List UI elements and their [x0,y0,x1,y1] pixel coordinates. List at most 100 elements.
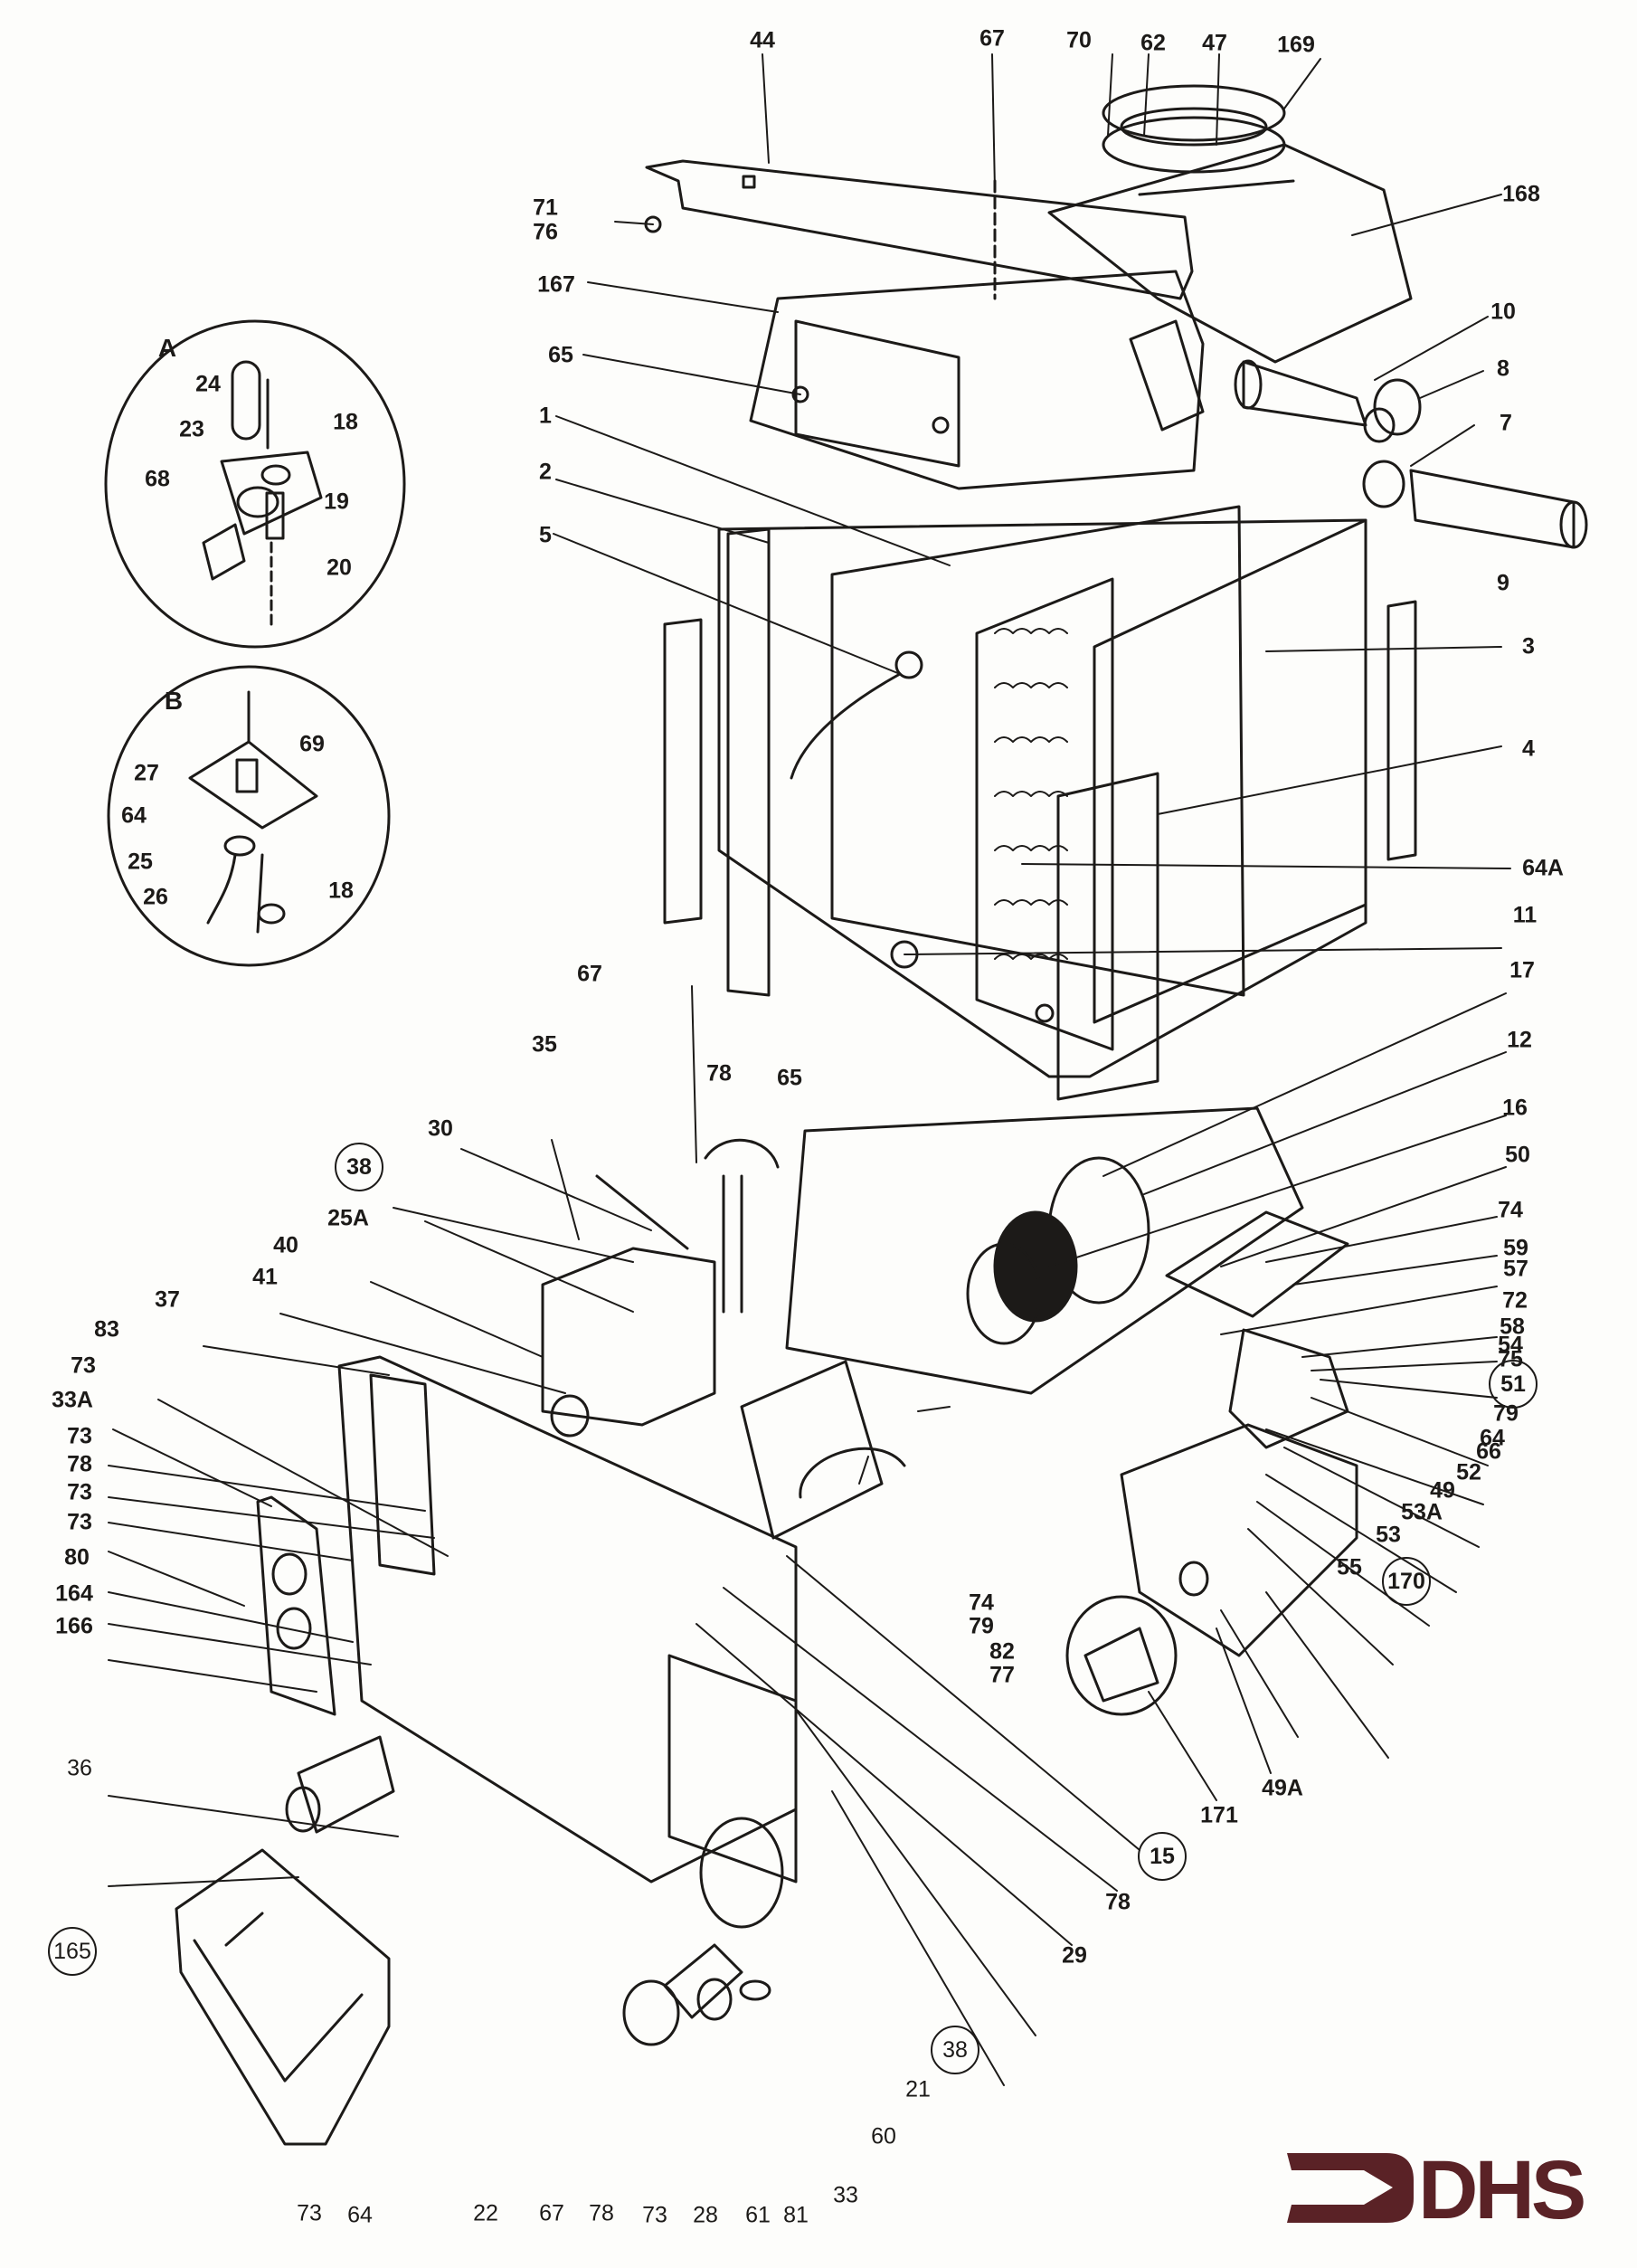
part-label: 61 [745,2202,771,2228]
part-label: 35 [532,1031,557,1058]
box-cover [175,1848,391,2146]
part-label-circled: 165 [48,1927,97,1976]
part-label: 66 [1476,1438,1501,1465]
part-label: 68 [145,466,170,492]
part-label: 71 [533,195,558,221]
part-label: 16 [1502,1095,1528,1121]
part-label-circled: 38 [335,1143,383,1191]
heat-exchanger [717,505,1367,1101]
part-label: 80 [64,1544,90,1571]
part-label: 50 [1505,1142,1530,1168]
left-plate [256,1495,336,1716]
part-label: 166 [55,1613,93,1639]
detail-letter-b: B [164,687,184,715]
part-label-circled: 15 [1138,1832,1187,1881]
pipe-fittings [1234,359,1588,549]
part-label: 79 [1493,1400,1519,1427]
part-label: 78 [589,2200,614,2226]
part-label: 9 [1497,570,1509,596]
part-label: 73 [67,1509,92,1535]
part-label: 33 [833,2182,858,2208]
part-label: 12 [1507,1027,1532,1053]
part-label: 83 [94,1316,119,1343]
part-label: 74 [1498,1197,1523,1223]
part-label: 67 [979,25,1005,52]
part-label: 10 [1490,299,1516,325]
detail-a-circle [104,319,406,649]
part-label: 8 [1497,356,1509,382]
part-label: 58 [1500,1314,1525,1340]
part-label: 67 [577,961,602,987]
part-label: 41 [252,1264,278,1290]
part-label: 5 [539,522,552,548]
front-panel [337,1355,798,1929]
part-label: 20 [326,555,352,581]
part-label: 27 [134,760,159,786]
part-label: 169 [1277,32,1315,58]
part-label: 37 [155,1286,180,1313]
part-label: 73 [71,1352,96,1379]
part-label: 2 [539,459,552,485]
arrow-logo-icon [1287,2153,1414,2223]
part-label: 25A [327,1205,369,1231]
part-label: 69 [299,731,325,757]
part-label: 47 [1202,30,1227,56]
part-label: 76 [533,219,558,245]
part-label: 77 [989,1662,1015,1688]
leader-lines [108,53,1511,2086]
part-label: 3 [1522,633,1535,660]
part-label: 22 [473,2200,498,2226]
part-label: 164 [55,1580,93,1607]
part-label: 59 [1503,1235,1528,1261]
part-label: 11 [1512,902,1538,928]
part-label: 82 [989,1638,1015,1665]
part-label: 30 [428,1115,453,1142]
part-label: 64 [347,2202,373,2228]
part-label: 64 [121,802,147,829]
part-label: 64A [1522,855,1564,881]
detail-letter-a: A [157,334,177,362]
part-label: 52 [1456,1459,1481,1485]
part-label: 72 [1502,1287,1528,1314]
part-label: 49 [1430,1477,1455,1504]
injector-assembly [285,1735,395,1834]
part-label: 44 [750,27,775,53]
part-label: 73 [67,1479,92,1505]
part-label: 74 [969,1589,994,1616]
part-label: 33A [52,1387,93,1413]
part-label: 4 [1522,735,1535,762]
part-label: 18 [333,409,358,435]
part-label: 55 [1337,1554,1362,1580]
part-label: 57 [1503,1256,1528,1282]
part-label: 19 [324,489,349,515]
detail-b-circle [107,665,391,967]
part-label: 53A [1401,1499,1443,1525]
part-label: 29 [1062,1942,1087,1969]
brand-name: DHS [1418,2144,1586,2236]
flue-hood [749,270,1205,490]
part-label: 49A [1262,1775,1303,1801]
part-label: 73 [297,2200,322,2226]
side-panels [663,527,1417,997]
part-label: 65 [548,342,573,368]
part-label: 54 [1498,1332,1523,1358]
part-label: 78 [67,1451,92,1477]
burner-assembly [740,1106,1304,1540]
section-arrows [858,1406,951,1485]
part-label: 78 [1105,1889,1131,1915]
part-label: 23 [179,416,204,442]
part-label: 21 [905,2076,931,2102]
part-label: 168 [1502,181,1540,207]
part-label: 81 [783,2202,809,2228]
part-label: 79 [969,1613,994,1639]
part-label: 40 [273,1232,298,1258]
part-label-circled: 38 [931,2026,979,2074]
part-label: 17 [1509,957,1535,983]
flue-outlet [1047,84,1413,432]
part-label: 70 [1066,27,1092,53]
part-label: 167 [537,271,575,298]
part-label: 78 [706,1060,732,1087]
part-label: 60 [871,2123,896,2149]
